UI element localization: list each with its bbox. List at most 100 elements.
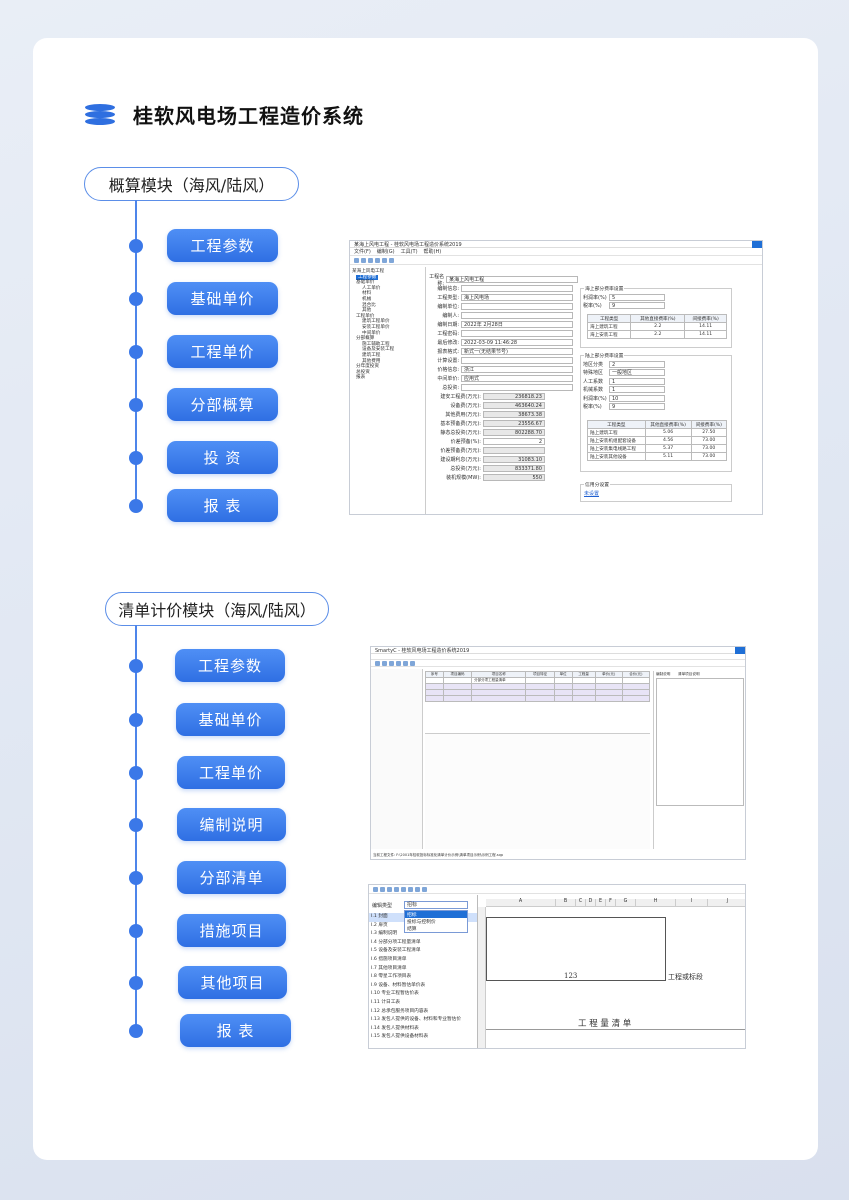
bill-nav-button[interactable]: 工程参数: [175, 649, 285, 682]
report-item[interactable]: I.14 发包人提供材料表: [371, 1025, 419, 1031]
tree-node[interactable]: 人工单价: [352, 286, 423, 292]
field-value[interactable]: [461, 357, 573, 364]
field-value[interactable]: 802288.70: [483, 429, 545, 436]
tree-node[interactable]: 设备及安装工程: [352, 347, 423, 353]
field-value[interactable]: 23556.67: [483, 420, 545, 427]
print-icon[interactable]: [394, 886, 399, 892]
redo-icon[interactable]: [380, 886, 385, 892]
dropdown-option[interactable]: 投标与控制价: [407, 920, 436, 925]
preview-icon[interactable]: [401, 886, 406, 892]
bill-nav-button[interactable]: 其他项目: [178, 966, 287, 999]
save-icon[interactable]: [368, 257, 373, 263]
land-rate-value[interactable]: 一般地区: [609, 369, 665, 377]
settings-icon[interactable]: [375, 257, 380, 263]
bill-nav-button[interactable]: 措施项目: [177, 914, 286, 947]
pdf-icon[interactable]: [422, 886, 427, 892]
save-icon[interactable]: [387, 886, 392, 892]
report-item[interactable]: I.4 分部分项工程量清单: [371, 939, 421, 945]
report-item[interactable]: I.9 设备、材料暂估单价表: [371, 982, 426, 988]
undo-icon[interactable]: [373, 886, 378, 892]
close-icon[interactable]: [752, 241, 762, 248]
bill-nav-button[interactable]: 工程单价: [177, 756, 285, 789]
report-item[interactable]: I.13 发包人提供的设备、材料和专业暂估价: [371, 1017, 462, 1023]
excel-icon[interactable]: [415, 886, 420, 892]
report-item[interactable]: I.3 编制说明: [371, 931, 398, 937]
tree-node[interactable]: 基础单价: [352, 280, 423, 286]
calc-icon[interactable]: [403, 660, 408, 666]
field-value[interactable]: 海上风电场: [461, 294, 573, 301]
bill-nav-button[interactable]: 基础单价: [176, 703, 285, 736]
report-item[interactable]: I.15 发包人提供设备材料表: [371, 1034, 429, 1040]
menu-tools[interactable]: 工具(T): [400, 249, 418, 255]
edit-type-select[interactable]: 招标: [404, 901, 468, 909]
report-item[interactable]: I.8 零星工作项目表: [371, 974, 412, 980]
tab-compile-notes[interactable]: 编制说明: [656, 672, 671, 676]
tree-node[interactable]: 施工辅助工程: [352, 342, 423, 348]
land-rate-value[interactable]: 10: [609, 394, 665, 402]
field-value[interactable]: 38673.38: [483, 411, 545, 418]
print-icon[interactable]: [396, 660, 401, 666]
open-icon[interactable]: [361, 257, 366, 263]
field-value[interactable]: [483, 447, 545, 454]
tab-item-notes[interactable]: 清单项目说明: [678, 672, 700, 676]
estimate-nav-button[interactable]: 报 表: [167, 489, 278, 522]
land-rate-value[interactable]: 9: [609, 403, 665, 411]
report-item[interactable]: I.12 总承包服务项目内容表: [371, 1008, 429, 1014]
menu-help[interactable]: 帮助(H): [423, 249, 442, 255]
bill-nav-button[interactable]: 分部清单: [177, 861, 286, 894]
tree-node[interactable]: 安装工程单价: [352, 325, 423, 331]
estimate-nav-button[interactable]: 工程参数: [167, 229, 278, 262]
field-value[interactable]: 550: [483, 474, 545, 481]
report-item[interactable]: I.11 计日工表: [371, 999, 401, 1005]
field-value[interactable]: [461, 330, 573, 337]
field-value[interactable]: [461, 285, 573, 292]
tree-node[interactable]: 报表: [352, 375, 423, 381]
report-item[interactable]: I.10 专业工程暂估价表: [371, 991, 419, 997]
land-rate-value[interactable]: 1: [609, 386, 665, 394]
field-value[interactable]: 新式一(无结果节号): [461, 348, 573, 355]
bill-nav-button[interactable]: 报 表: [180, 1014, 291, 1047]
estimate-nav-button[interactable]: 分部概算: [167, 388, 278, 421]
project-tree[interactable]: 某海上风电工程工程参数基础单价人工单价材料机械混合比其他工程单价建筑工程单价安装…: [350, 267, 426, 514]
estimate-nav-button[interactable]: 工程单价: [167, 335, 278, 368]
tree-node[interactable]: 机械: [352, 297, 423, 303]
tree-node[interactable]: 混合比: [352, 303, 423, 309]
tree-node[interactable]: 中间单价: [352, 331, 423, 337]
report-item[interactable]: I.7 其他项目清单: [371, 965, 407, 971]
redo-icon[interactable]: [389, 257, 394, 263]
field-value[interactable]: 236818.23: [483, 393, 545, 400]
tree-node[interactable]: 材料: [352, 291, 423, 297]
tree-node[interactable]: 总投资: [352, 370, 423, 376]
open-icon[interactable]: [382, 660, 387, 666]
field-value[interactable]: 31083.10: [483, 456, 545, 463]
menu-edit[interactable]: 编制(G): [376, 249, 395, 255]
undo-icon[interactable]: [382, 257, 387, 263]
grid-row[interactable]: [425, 695, 651, 702]
new-icon[interactable]: [375, 660, 380, 666]
land-rate-value[interactable]: 1: [609, 377, 665, 385]
land-rate-value[interactable]: 2: [609, 360, 665, 368]
tree-node[interactable]: 分部概算: [352, 336, 423, 342]
field-value[interactable]: 463640.24: [483, 402, 545, 409]
close-icon[interactable]: [735, 647, 745, 654]
bill-grid[interactable]: 序号项目编码项目名称项目特征单位工程量单价(元)合价(元)分部分项工程量清单: [425, 671, 651, 702]
dropdown-option[interactable]: 招标: [405, 911, 467, 918]
export-icon[interactable]: [408, 886, 413, 892]
save-icon[interactable]: [389, 660, 394, 666]
new-icon[interactable]: [354, 257, 359, 263]
sea-rate-value[interactable]: 9: [609, 302, 665, 310]
cell-value[interactable]: 123: [564, 972, 578, 980]
tree-node[interactable]: 分年度投资: [352, 364, 423, 370]
edit-type-dropdown[interactable]: 招标投标与控制价结算: [404, 910, 468, 933]
field-value[interactable]: 浙江: [461, 366, 573, 373]
credit-link[interactable]: 未设置: [584, 491, 600, 497]
tree-node[interactable]: 建筑工程单价: [352, 319, 423, 325]
export-icon[interactable]: [410, 660, 415, 666]
field-value[interactable]: 2022-03-09 11:46:28: [461, 339, 573, 346]
